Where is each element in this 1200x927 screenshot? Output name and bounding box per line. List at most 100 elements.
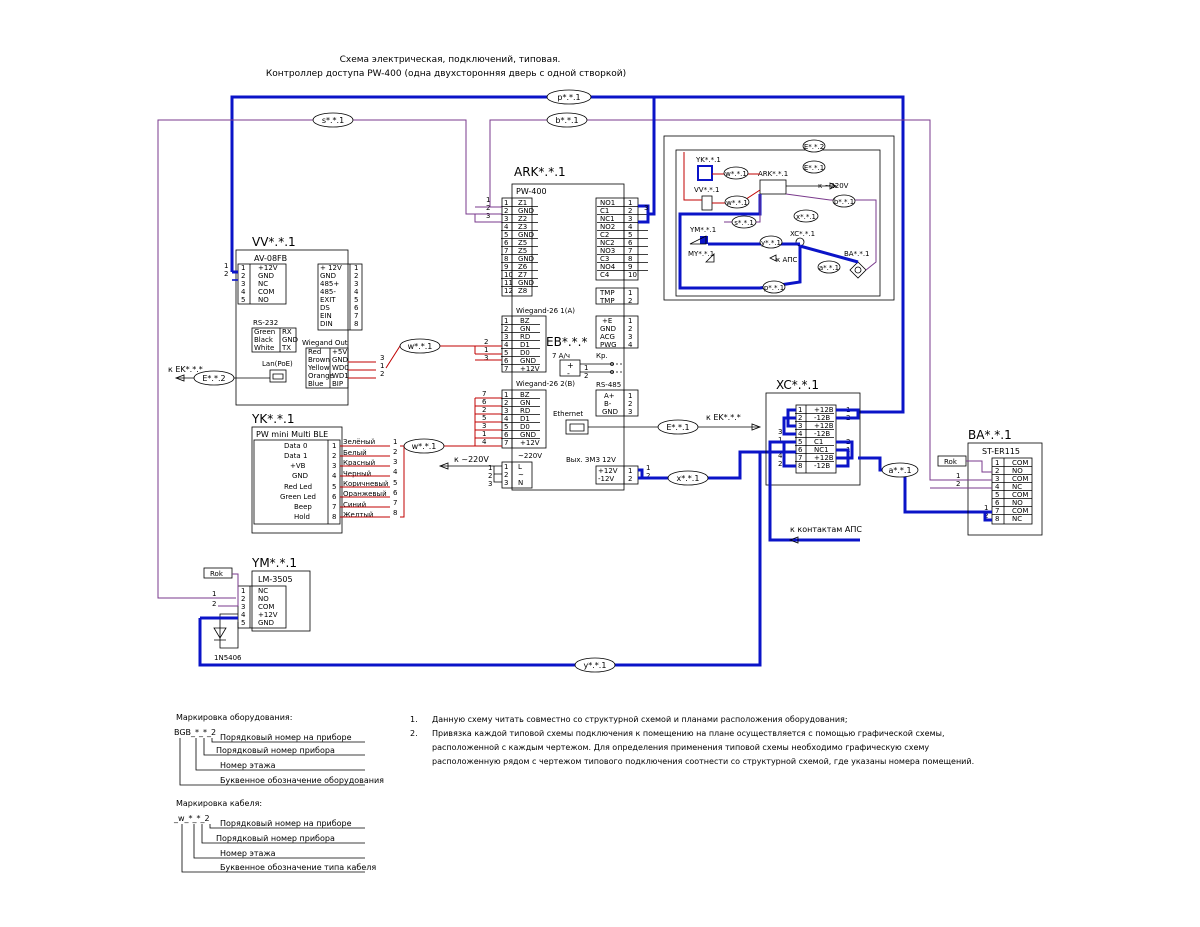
svg-text:4: 4	[241, 288, 246, 296]
ark-left-pin-4-num: 4	[504, 223, 509, 231]
xc-row-7-num: 7	[798, 454, 802, 462]
ark-right-pin-8-num: C3	[600, 255, 609, 263]
svg-text:EIN: EIN	[320, 312, 332, 320]
svg-text:Черный: Черный	[343, 470, 371, 478]
inset-ba-icon	[849, 261, 867, 279]
svg-text:3: 3	[380, 354, 384, 362]
cable-tag-E1	[657, 419, 699, 435]
svg-text:B-: B-	[604, 400, 612, 408]
vv-lan-label: Lan(PoE)	[262, 360, 293, 368]
svg-text:1: 1	[241, 264, 245, 272]
inset-vv-icon	[701, 195, 713, 211]
svg-text:Коричневый: Коричневый	[343, 480, 388, 488]
svg-text:~: ~	[518, 471, 524, 479]
ark-right-pin-5-label: 5	[628, 231, 632, 239]
yk-model: PW mini Multi BLE	[256, 430, 328, 439]
svg-text:1: 1	[488, 464, 492, 472]
svg-text:4: 4	[332, 472, 337, 480]
ark-wg2-title: Wiegand-26 2(B)	[516, 380, 575, 388]
svg-text:b*.*.1: b*.*.1	[834, 198, 854, 206]
svg-text:5: 5	[241, 619, 245, 627]
cable-tag-y	[574, 657, 616, 673]
ark-wg2-pin-5-label: D0	[520, 423, 530, 431]
ark-wg2-wire-nums: 7 6 2 5 3 1 4	[482, 390, 487, 446]
svg-text:GND: GND	[320, 272, 336, 280]
svg-text:1: 1	[956, 472, 960, 480]
svg-text:3: 3	[332, 462, 336, 470]
svg-text:3: 3	[644, 204, 648, 212]
ark-left-pin-3-label: Z2	[518, 215, 527, 223]
svg-text:Hold: Hold	[294, 513, 310, 521]
svg-text:1: 1	[778, 436, 782, 444]
ba-pin-3-label: COM	[1012, 475, 1028, 483]
yk-ref: YK*.*.1	[251, 412, 294, 426]
ark-output-title: Вых. ЗМЗ 12V	[566, 456, 616, 464]
ba-rok: Rok	[944, 458, 958, 466]
ba-pin-4-label: NC	[1012, 483, 1022, 491]
svg-text:TX: TX	[281, 344, 291, 352]
svg-text:3: 3	[484, 354, 488, 362]
ym-rok: Rok	[210, 570, 224, 578]
svg-text:7: 7	[332, 503, 336, 511]
ark-feed-wire	[440, 465, 502, 483]
svg-text:2: 2	[354, 272, 358, 280]
svg-text:TMP: TMP	[599, 297, 615, 305]
svg-text:1: 1	[584, 364, 588, 372]
svg-text:Green Led: Green Led	[280, 493, 316, 501]
cable-tag-E2-label: E*.*.2	[202, 374, 225, 383]
ark-left-pin-9-num: 9	[504, 263, 508, 271]
vv-top-num-2: 2	[224, 270, 228, 278]
ark-left-pin-8-num: 8	[504, 255, 508, 263]
vv-box	[235, 249, 349, 406]
svg-text:1: 1	[504, 463, 508, 471]
svg-text:1: 1	[628, 289, 632, 297]
svg-text:1: 1	[482, 430, 486, 438]
svg-text:RX: RX	[282, 328, 292, 336]
ym-rok-box	[203, 567, 233, 579]
svg-text:+VB: +VB	[290, 462, 306, 470]
svg-text:+12V: +12V	[258, 264, 278, 272]
svg-text:w*.*.1: w*.*.1	[725, 170, 747, 178]
ark-wg1-pin-2-label: GN	[520, 325, 531, 333]
xc-left-nums: 3 1 4 2	[778, 428, 783, 468]
svg-text:2: 2	[241, 272, 245, 280]
yk-wire-nums: 1 2 3 4 5 6 7 8	[393, 438, 398, 517]
svg-text:2: 2	[488, 472, 492, 480]
xc-row-4-num: 4	[798, 430, 803, 438]
ark-right-pin-4-label: 4	[628, 223, 633, 231]
svg-text:RS-232: RS-232	[253, 319, 278, 327]
ark-left-pin-6-label: Z5	[518, 239, 527, 247]
svg-text:NC: NC	[258, 280, 268, 288]
xc-row-2-num: 2	[798, 414, 802, 422]
cable-tag-w-upper-label: w*.*.1	[408, 342, 433, 351]
svg-text:1: 1	[212, 590, 216, 598]
eb-kp: Кр.	[596, 352, 608, 360]
svg-text:ACG: ACG	[600, 333, 615, 341]
ark-right-pin-10-num: C4	[600, 271, 610, 279]
cable-tag-x	[667, 470, 709, 486]
svg-text:8: 8	[393, 509, 397, 517]
svg-text:2: 2	[484, 338, 488, 346]
vv-ref: VV*.*.1	[252, 235, 296, 249]
ark-relay-wires	[638, 97, 656, 224]
svg-text:3: 3	[628, 408, 632, 416]
svg-text:Красный: Красный	[343, 459, 375, 467]
svg-text:GND: GND	[332, 356, 348, 364]
svg-text:2: 2	[956, 480, 960, 488]
svg-text:6: 6	[332, 493, 337, 501]
svg-text:3: 3	[628, 333, 632, 341]
ark-left-pin-3-num: 3	[504, 215, 508, 223]
svg-text:a*.*.1: a*.*.1	[819, 264, 839, 272]
ark-wg1-pin-7-label: +12V	[520, 365, 540, 373]
legend-equipment-code: BGB_*_*_2	[174, 728, 216, 737]
svg-text:A+: A+	[604, 392, 615, 400]
cable-x-run	[638, 450, 778, 480]
inset-vv: VV*.*.1	[694, 186, 719, 194]
legend-cable-leaders	[181, 824, 365, 873]
ba-a-wires	[983, 510, 992, 522]
ark-ek-label: к EK*.*.*	[706, 413, 741, 422]
